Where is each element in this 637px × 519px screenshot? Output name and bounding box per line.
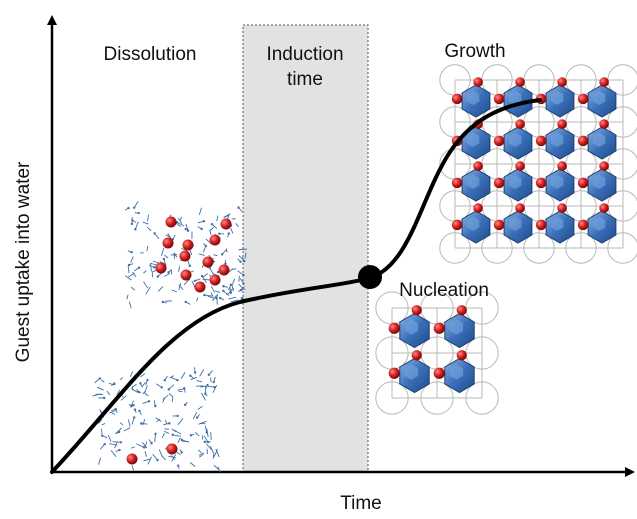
induction-band xyxy=(242,24,369,473)
uptake-curve xyxy=(50,98,542,474)
dissolved-guests-icon xyxy=(125,200,248,309)
nucleation-point-icon xyxy=(358,265,382,289)
label-growth: Growth xyxy=(444,41,505,62)
hydrate-crystal-icon xyxy=(439,64,637,264)
x-axis-label: Time xyxy=(340,493,382,514)
dissolved-guests-low-icon xyxy=(92,367,221,473)
hydrate-nucleus-icon xyxy=(375,291,499,415)
y-axis-label: Guest uptake into water xyxy=(13,161,34,362)
label-induction-line1: Induction xyxy=(266,44,343,65)
label-dissolution: Dissolution xyxy=(104,44,197,65)
label-nucleation: Nucleation xyxy=(399,280,489,301)
label-induction-line2: time xyxy=(287,69,323,90)
